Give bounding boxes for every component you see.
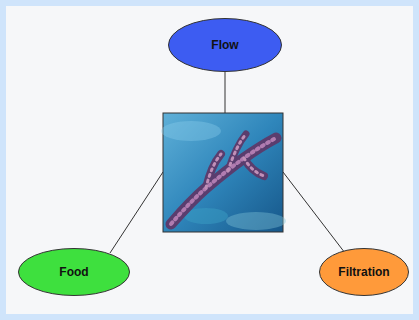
coral-photo <box>161 113 286 232</box>
slide-background: FlowFood Filtration <box>6 6 413 314</box>
filtration-ellipse: Filtration <box>319 248 409 296</box>
node-label: Filtration <box>338 265 389 279</box>
connector-line <box>225 72 226 113</box>
connector-line <box>283 172 345 253</box>
connector-line <box>110 172 163 253</box>
flow-ellipse: Flow <box>168 18 282 72</box>
food-ellipse: Food <box>18 248 130 296</box>
node-label: Food <box>59 265 88 279</box>
node-label: Flow <box>211 38 238 52</box>
